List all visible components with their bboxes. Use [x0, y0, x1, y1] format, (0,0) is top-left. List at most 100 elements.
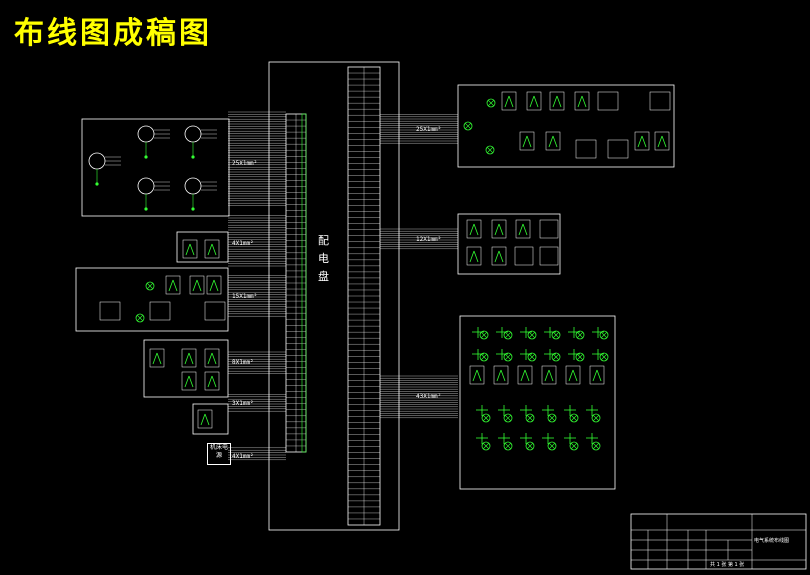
component-glyph — [472, 369, 478, 382]
sensor-lamp — [547, 413, 557, 423]
sensor-lamp — [503, 441, 513, 451]
component-glyph — [207, 243, 213, 256]
contactor-symbol — [607, 139, 629, 159]
component-glyph — [596, 369, 602, 382]
motor-symbol — [88, 152, 106, 170]
motor-box — [81, 118, 230, 217]
component-glyph — [641, 135, 647, 148]
component-glyph — [184, 352, 190, 365]
relay-symbol — [469, 365, 485, 385]
contactor-symbol — [539, 246, 559, 266]
lamp-cross — [136, 314, 144, 322]
motor-symbol — [184, 125, 202, 143]
relay-symbol — [634, 131, 650, 151]
sensor-lamp — [527, 330, 537, 340]
mid-right-box — [457, 213, 561, 275]
title-block — [630, 513, 807, 570]
sensor-lamp — [525, 413, 535, 423]
component-glyph — [211, 243, 217, 256]
relay-symbol — [589, 365, 605, 385]
lamp-cross — [592, 414, 600, 422]
title-block-pages: 共 1 张 第 1 张 — [710, 562, 745, 568]
sensor-lamp — [503, 413, 513, 423]
component-glyph — [184, 375, 190, 388]
contactor-symbol — [99, 301, 121, 321]
relay-symbol — [565, 365, 581, 385]
relay-symbol — [519, 131, 535, 151]
relay-symbol — [189, 275, 205, 295]
valve-box — [143, 339, 229, 398]
component-glyph — [152, 352, 158, 365]
lamp-cross — [576, 353, 584, 361]
sensor-lamp — [525, 441, 535, 451]
sensor-lamp — [503, 330, 513, 340]
contactor-symbol — [204, 301, 226, 321]
component-glyph — [188, 375, 194, 388]
component-glyph — [568, 369, 574, 382]
ground-terminal — [191, 155, 195, 159]
relay-symbol — [181, 371, 197, 391]
sensor-lamp — [503, 352, 513, 362]
lamp-cross — [482, 442, 490, 450]
relay-symbol — [515, 219, 531, 239]
component-glyph — [552, 135, 558, 148]
lamp-cross — [487, 99, 495, 107]
component-glyph — [211, 352, 217, 365]
terminal-marker-column — [301, 113, 307, 453]
component-glyph — [204, 413, 210, 426]
component-glyph — [494, 223, 500, 236]
component-glyph — [552, 95, 558, 108]
relay-symbol — [165, 275, 181, 295]
sensor-lamp — [569, 413, 579, 423]
component-glyph — [476, 369, 482, 382]
component-glyph — [189, 243, 195, 256]
lamp-cross — [526, 414, 534, 422]
lamp-cross — [486, 146, 494, 154]
component-glyph — [211, 375, 217, 388]
relay-symbol — [517, 365, 533, 385]
component-glyph — [473, 223, 479, 236]
lamp-cross — [526, 442, 534, 450]
cable-label-switch-box: 3X1mm² — [232, 400, 254, 407]
component-glyph — [661, 135, 667, 148]
relay-symbol — [526, 91, 542, 111]
component-glyph — [213, 279, 219, 292]
bottom-right-box — [459, 315, 616, 490]
ground-terminal — [191, 207, 195, 211]
component-glyph — [196, 279, 202, 292]
cable-label-small-box: 4X1mm² — [232, 240, 254, 247]
sensor-lamp — [547, 441, 557, 451]
lamp-cross — [480, 353, 488, 361]
component-glyph — [556, 95, 562, 108]
relay-symbol — [149, 348, 165, 368]
component-glyph — [494, 250, 500, 263]
ground-terminal — [144, 155, 148, 159]
component-glyph — [192, 279, 198, 292]
relay-symbol — [182, 239, 198, 259]
relay-symbol — [491, 246, 507, 266]
cable-label-lamp-box: 15X1mm² — [232, 293, 258, 300]
lamp-cross — [552, 331, 560, 339]
component-glyph — [209, 279, 215, 292]
sensor-lamp — [551, 352, 561, 362]
cable-label-valve-box: 8X1mm² — [232, 359, 254, 366]
component-glyph — [498, 250, 504, 263]
component-glyph — [657, 135, 663, 148]
relay-symbol — [574, 91, 590, 111]
component-glyph — [504, 95, 510, 108]
lamp-box — [75, 267, 229, 332]
drawing-title: 布线图成稿图 — [14, 16, 212, 51]
relay-symbol — [204, 239, 220, 259]
component-glyph — [188, 352, 194, 365]
contactor-symbol — [514, 246, 534, 266]
component-glyph — [508, 95, 514, 108]
component-glyph — [548, 369, 554, 382]
sensor-lamp — [479, 330, 489, 340]
lamp-cross — [504, 442, 512, 450]
component-glyph — [544, 369, 550, 382]
sensor-lamp — [479, 352, 489, 362]
component-glyph — [522, 223, 528, 236]
motor-symbol — [184, 177, 202, 195]
relay-symbol — [181, 348, 197, 368]
